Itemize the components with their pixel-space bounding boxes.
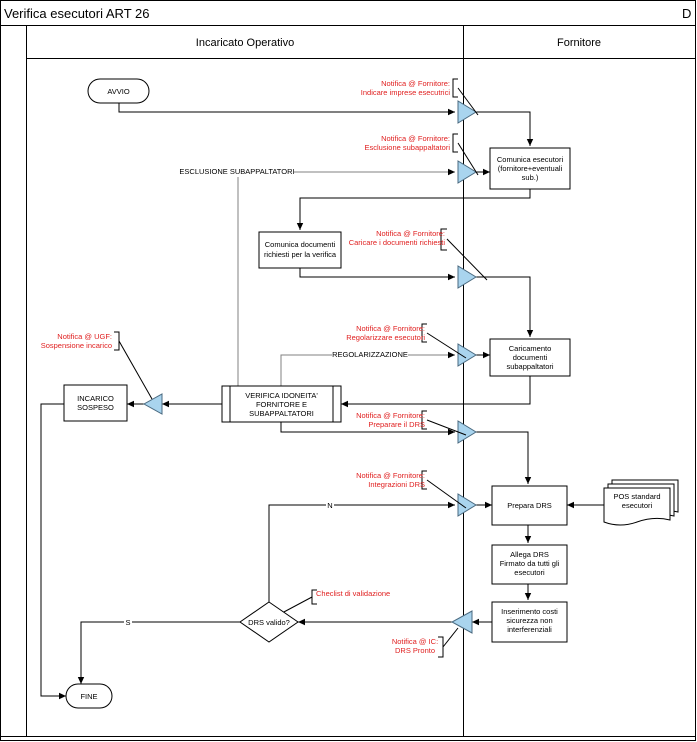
- note-bracket-7: [421, 470, 467, 509]
- subprocess-verifica-idoneita: [221, 385, 342, 423]
- document-pos-standard: [603, 479, 679, 526]
- label-bg-regolarizzazione: [332, 349, 408, 360]
- start-node: [87, 78, 150, 104]
- note-bracket-2: [452, 133, 479, 176]
- lane-header-fornitore: Fornitore: [557, 37, 601, 49]
- task-prepara-drs-label: Prepara DRS: [507, 501, 552, 510]
- note-bracket-5: [114, 331, 153, 400]
- task-caricamento-documenti: [489, 338, 571, 377]
- note-checklist: Checlist di validazione: [316, 589, 390, 598]
- edge-avvio-merge1: [118, 103, 455, 116]
- note-caricare-documenti: Notifica @ Fornitore:Caricare i document…: [349, 229, 446, 247]
- edge-label-yes: S: [125, 618, 130, 627]
- note-bracket-8: [281, 589, 317, 614]
- diagram-title: Verifica esecutori ART 26: [4, 6, 150, 21]
- edge-drs-no: [268, 501, 455, 602]
- edge-merge1-comunica: [476, 111, 534, 146]
- edge-label-no: N: [327, 501, 332, 510]
- note-bracket-3: [440, 228, 488, 281]
- note-bracket-6: [421, 410, 467, 436]
- label-bg-yes: [124, 617, 132, 628]
- diagram-corner-label: D: [682, 6, 691, 21]
- merge-gateway-6: [457, 420, 477, 444]
- task-inserimento-costi: [491, 601, 568, 643]
- merge-gateway-3: [457, 265, 477, 289]
- edge-label-regolarizzazione: REGOLARIZZAZIONE: [332, 350, 408, 359]
- edge-merge3-caricamento: [476, 276, 534, 337]
- note-integrazioni: Notifica @ Fornitore:Integrazioni DRS: [356, 471, 425, 489]
- lane-header-incaricato: Incaricato Operativo: [196, 37, 294, 49]
- end-node-label: FINE: [80, 692, 97, 701]
- merge-gateway-4: [457, 343, 477, 367]
- note-esclusione: Notifica @ Fornitore:Esclusione subappal…: [365, 134, 451, 152]
- merge-gateway-7: [457, 493, 477, 517]
- decision-drs-valido-label: DRS valido?: [248, 618, 290, 627]
- edge-label-esclusione: ESCLUSIONE SUBAPPALTATORI: [179, 167, 294, 176]
- merge-gateway-5: [142, 393, 163, 415]
- task-comunica-esecutori: [489, 147, 571, 190]
- task-allega-drs: [491, 544, 568, 585]
- merge-gateway-1: [457, 100, 477, 124]
- edge-sospeso-fine: [40, 403, 66, 700]
- merge-gateway-2: [457, 160, 477, 184]
- label-bg-esclusione: [180, 166, 294, 177]
- note-bracket-4: [421, 323, 467, 359]
- task-prepara-drs: [491, 485, 568, 526]
- decision-drs-valido: [239, 601, 299, 643]
- note-sospensione: Notifica @ UGF:Sospensione incarico: [41, 332, 112, 350]
- edge-drs-yes: [77, 621, 240, 684]
- start-node-label: AVVIO: [107, 87, 130, 96]
- task-incarico-sospeso: [63, 384, 128, 422]
- note-preparare-drs: Notifica @ Fornitore:Preparare il DRS: [356, 411, 425, 429]
- edge-comunica-documenti: [296, 189, 531, 230]
- end-node: [65, 683, 113, 709]
- note-bracket-1: [452, 78, 479, 116]
- note-indicare-imprese: Notifica @ Fornitore:Indicare imprese es…: [361, 79, 451, 97]
- note-drs-pronto: Notifica @ IC:DRS Pronto: [392, 637, 438, 655]
- edge-caricamento-verifica: [341, 376, 531, 408]
- merge-gateway-8: [450, 610, 473, 634]
- edge-verifica-merge6: [280, 422, 455, 436]
- task-comunica-documenti: [258, 231, 342, 269]
- label-bg-no: [326, 500, 334, 511]
- edge-merge6-prepara: [476, 431, 532, 484]
- note-bracket-9: [438, 627, 459, 658]
- note-regolarizzare: Notifica @ Fornitore:Regolarizzare esecu…: [346, 324, 425, 342]
- edge-documenti-merge3: [299, 268, 455, 281]
